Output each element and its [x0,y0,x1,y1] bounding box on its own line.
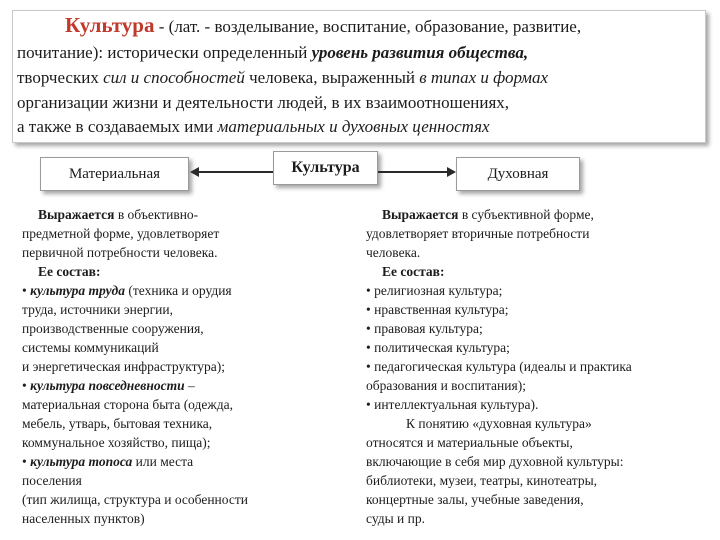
list-item: • правовая культура; [366,319,706,338]
material-item-1: • культура труда (техника и орудия [22,281,340,300]
definition-line-1: Культура - (лат. - возделывание, воспита… [65,15,581,37]
definition-title: Культура [65,13,155,37]
list-item: • нравственная культура; [366,300,706,319]
material-item-2-line-2: материальная сторона быта (одежда, [22,397,233,412]
list-item: • интеллектуальная культура). [366,395,706,414]
material-item-2-text: – [184,378,195,393]
spiritual-note-line-5: концертные залы, учебные заведения, [366,492,584,507]
definition-line-5-italic: материальных и духовных ценностях [217,117,490,136]
material-item-1-name: культура труда [30,283,126,298]
material-expression-text: в объективно- [114,207,199,222]
bullet-icon: • [366,397,371,412]
material-item-3-name: культура топоса [30,454,133,469]
material-item-2-name: культура повседневности [30,378,185,393]
bullet-icon: • [366,321,371,336]
definition-box: Культура - (лат. - возделывание, воспита… [12,10,706,143]
spiritual-description: Выражается в субъективной форме, удовлет… [366,205,706,528]
spiritual-composition-label: Ее состав: [382,264,445,279]
spiritual-expression-line-1: Выражается в субъективной форме, [366,205,706,224]
spiritual-note-line-4: библиотеки, музеи, театры, кинотеатры, [366,473,598,488]
spiritual-box: Духовная [456,157,580,191]
material-item-1-line-4: системы коммуникаций [22,340,159,355]
definition-line-3-text-a: творческих [17,68,104,87]
material-description: Выражается в объективно- предметной форм… [22,205,340,528]
material-item-1-line-3: производственные сооружения, [22,321,204,336]
definition-line-2: почитание): исторически определенный уро… [17,43,528,63]
material-box: Материальная [40,157,189,191]
definition-line-3: творческих сил и способностей человека, … [17,68,548,88]
spiritual-expression-line-2: удовлетворяет вторичные потребности [366,226,590,241]
spiritual-note-line-6: суды и пр. [366,511,425,526]
material-expression-line-2: предметной форме, удовлетворяет [22,226,220,241]
spiritual-note-line-2: относятся и материальные объекты, [366,435,573,450]
bullet-icon: • [22,378,27,393]
bullet-icon: • [366,359,371,374]
spiritual-item-5-continued: образования и воспитания); [366,378,526,393]
bullet-icon: • [22,283,27,298]
material-expression-line-1: Выражается в объективно- [22,205,340,224]
bullet-icon: • [366,302,371,317]
material-composition-label: Ее состав: [38,264,101,279]
spiritual-item-4: политическая культура; [374,340,510,355]
bullet-icon: • [366,340,371,355]
spiritual-expression-text: в субъективной форме, [458,207,594,222]
material-expression-line-3: первичной потребности человека. [22,245,218,260]
spiritual-item-1: религиозная культура; [374,283,503,298]
spiritual-note-line-3: включающие в себя мир духовной культуры: [366,454,624,469]
spiritual-item-5: педагогическая культура (идеалы и практи… [374,359,632,374]
spiritual-expression-keyword: Выражается [382,207,459,222]
material-item-3-line-2: поселения [22,473,82,488]
material-item-3-line-3: (тип жилища, структура и особенности [22,492,248,507]
material-item-2: • культура повседневности – [22,376,340,395]
spiritual-item-6: интеллектуальная культура). [374,397,539,412]
definition-line-4: организации жизни и деятельности людей, … [17,93,510,112]
material-item-2-line-3: мебель, утварь, бытовая техника, [22,416,213,431]
material-item-3: • культура топоса или места [22,452,340,471]
spiritual-item-2: нравственная культура; [374,302,509,317]
definition-line-5: а также в создаваемых ими материальных и… [17,117,490,137]
arrow-left-line [198,171,273,173]
material-item-1-text: (техника и орудия [125,283,232,298]
material-label: Материальная [68,166,161,182]
spiritual-note-line-1: К понятию «духовная культура» [406,416,592,431]
definition-line-3-italic-b: в типах и формах [419,68,549,87]
material-item-3-text: или места [132,454,194,469]
culture-label: Культура [291,159,360,176]
material-item-2-line-4: коммунальное хозяйство, пища); [22,435,211,450]
list-item: • политическая культура; [366,338,706,357]
bullet-icon: • [22,454,27,469]
definition-line-2-emphasis: уровень развития общества, [311,43,529,62]
spiritual-expression-line-3: человека. [366,245,421,260]
bullet-icon: • [366,283,371,298]
arrow-left-head [190,167,199,177]
definition-line-1-text: - (лат. - возделывание, воспитание, обра… [154,17,582,36]
arrow-right-line [378,171,448,173]
material-expression-keyword: Выражается [38,207,115,222]
arrow-right-head [447,167,456,177]
spiritual-item-3: правовая культура; [374,321,483,336]
definition-line-3-text-b: человека, выраженный [244,68,420,87]
material-item-1-line-2: труда, источники энергии, [22,302,174,317]
definition-line-3-italic-a: сил и способностей [103,68,245,87]
definition-line-2-text: почитание): исторически определенный [17,43,312,62]
definition-line-5-text: а также в создаваемых ими [17,117,218,136]
list-item: • педагогическая культура (идеалы и прак… [366,357,706,376]
material-item-1-line-5: и энергетическая инфраструктура); [22,359,226,374]
list-item: • религиозная культура; [366,281,706,300]
spiritual-label: Духовная [487,166,549,182]
culture-box: Культура [273,151,378,185]
material-item-3-line-4: населенных пунктов) [22,511,145,526]
